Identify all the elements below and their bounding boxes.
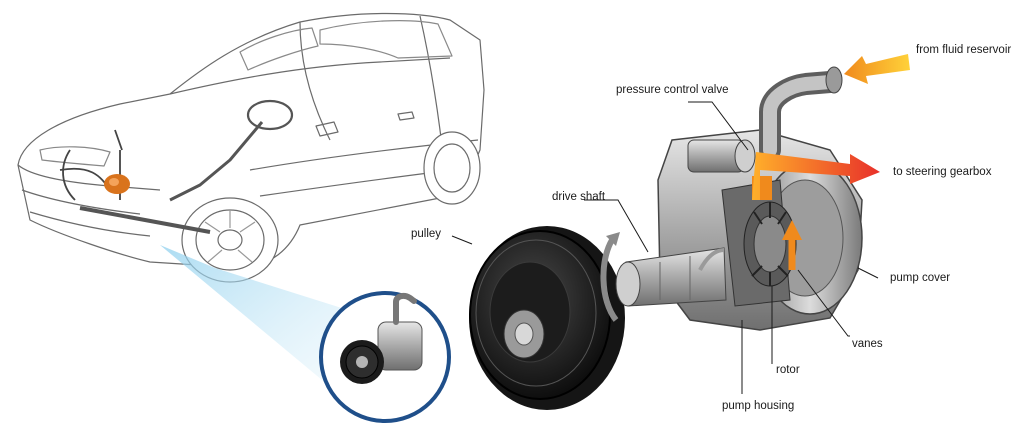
leader-pressure-control-valve <box>688 101 749 151</box>
label-vanes: vanes <box>852 338 883 350</box>
pulley-illustration <box>469 226 625 410</box>
pump-inset <box>319 291 451 423</box>
leader-vanes <box>797 269 850 337</box>
label-rotor: rotor <box>776 364 800 376</box>
label-to-steering-gearbox: to steering gearbox <box>893 166 992 178</box>
leader-lines <box>451 101 879 394</box>
leader-drive-shaft <box>584 199 649 253</box>
pump-cutaway <box>600 54 910 331</box>
label-from-fluid-reservoir: from fluid reservoir <box>916 44 1012 56</box>
zoom-beam <box>160 245 348 395</box>
car-pump-highlight <box>104 174 130 194</box>
leader-pump-cover <box>857 267 879 279</box>
label-pulley: pulley <box>411 228 442 240</box>
car-illustration <box>17 12 485 283</box>
leader-pulley <box>451 235 473 245</box>
label-pump-housing: pump housing <box>722 400 795 412</box>
flow-arrow-out <box>752 152 880 200</box>
label-drive-shaft: drive shaft <box>552 191 606 203</box>
flow-arrow-in <box>844 54 910 84</box>
label-pump-cover: pump cover <box>890 272 951 284</box>
label-pressure-control-valve: pressure control valve <box>616 84 729 96</box>
